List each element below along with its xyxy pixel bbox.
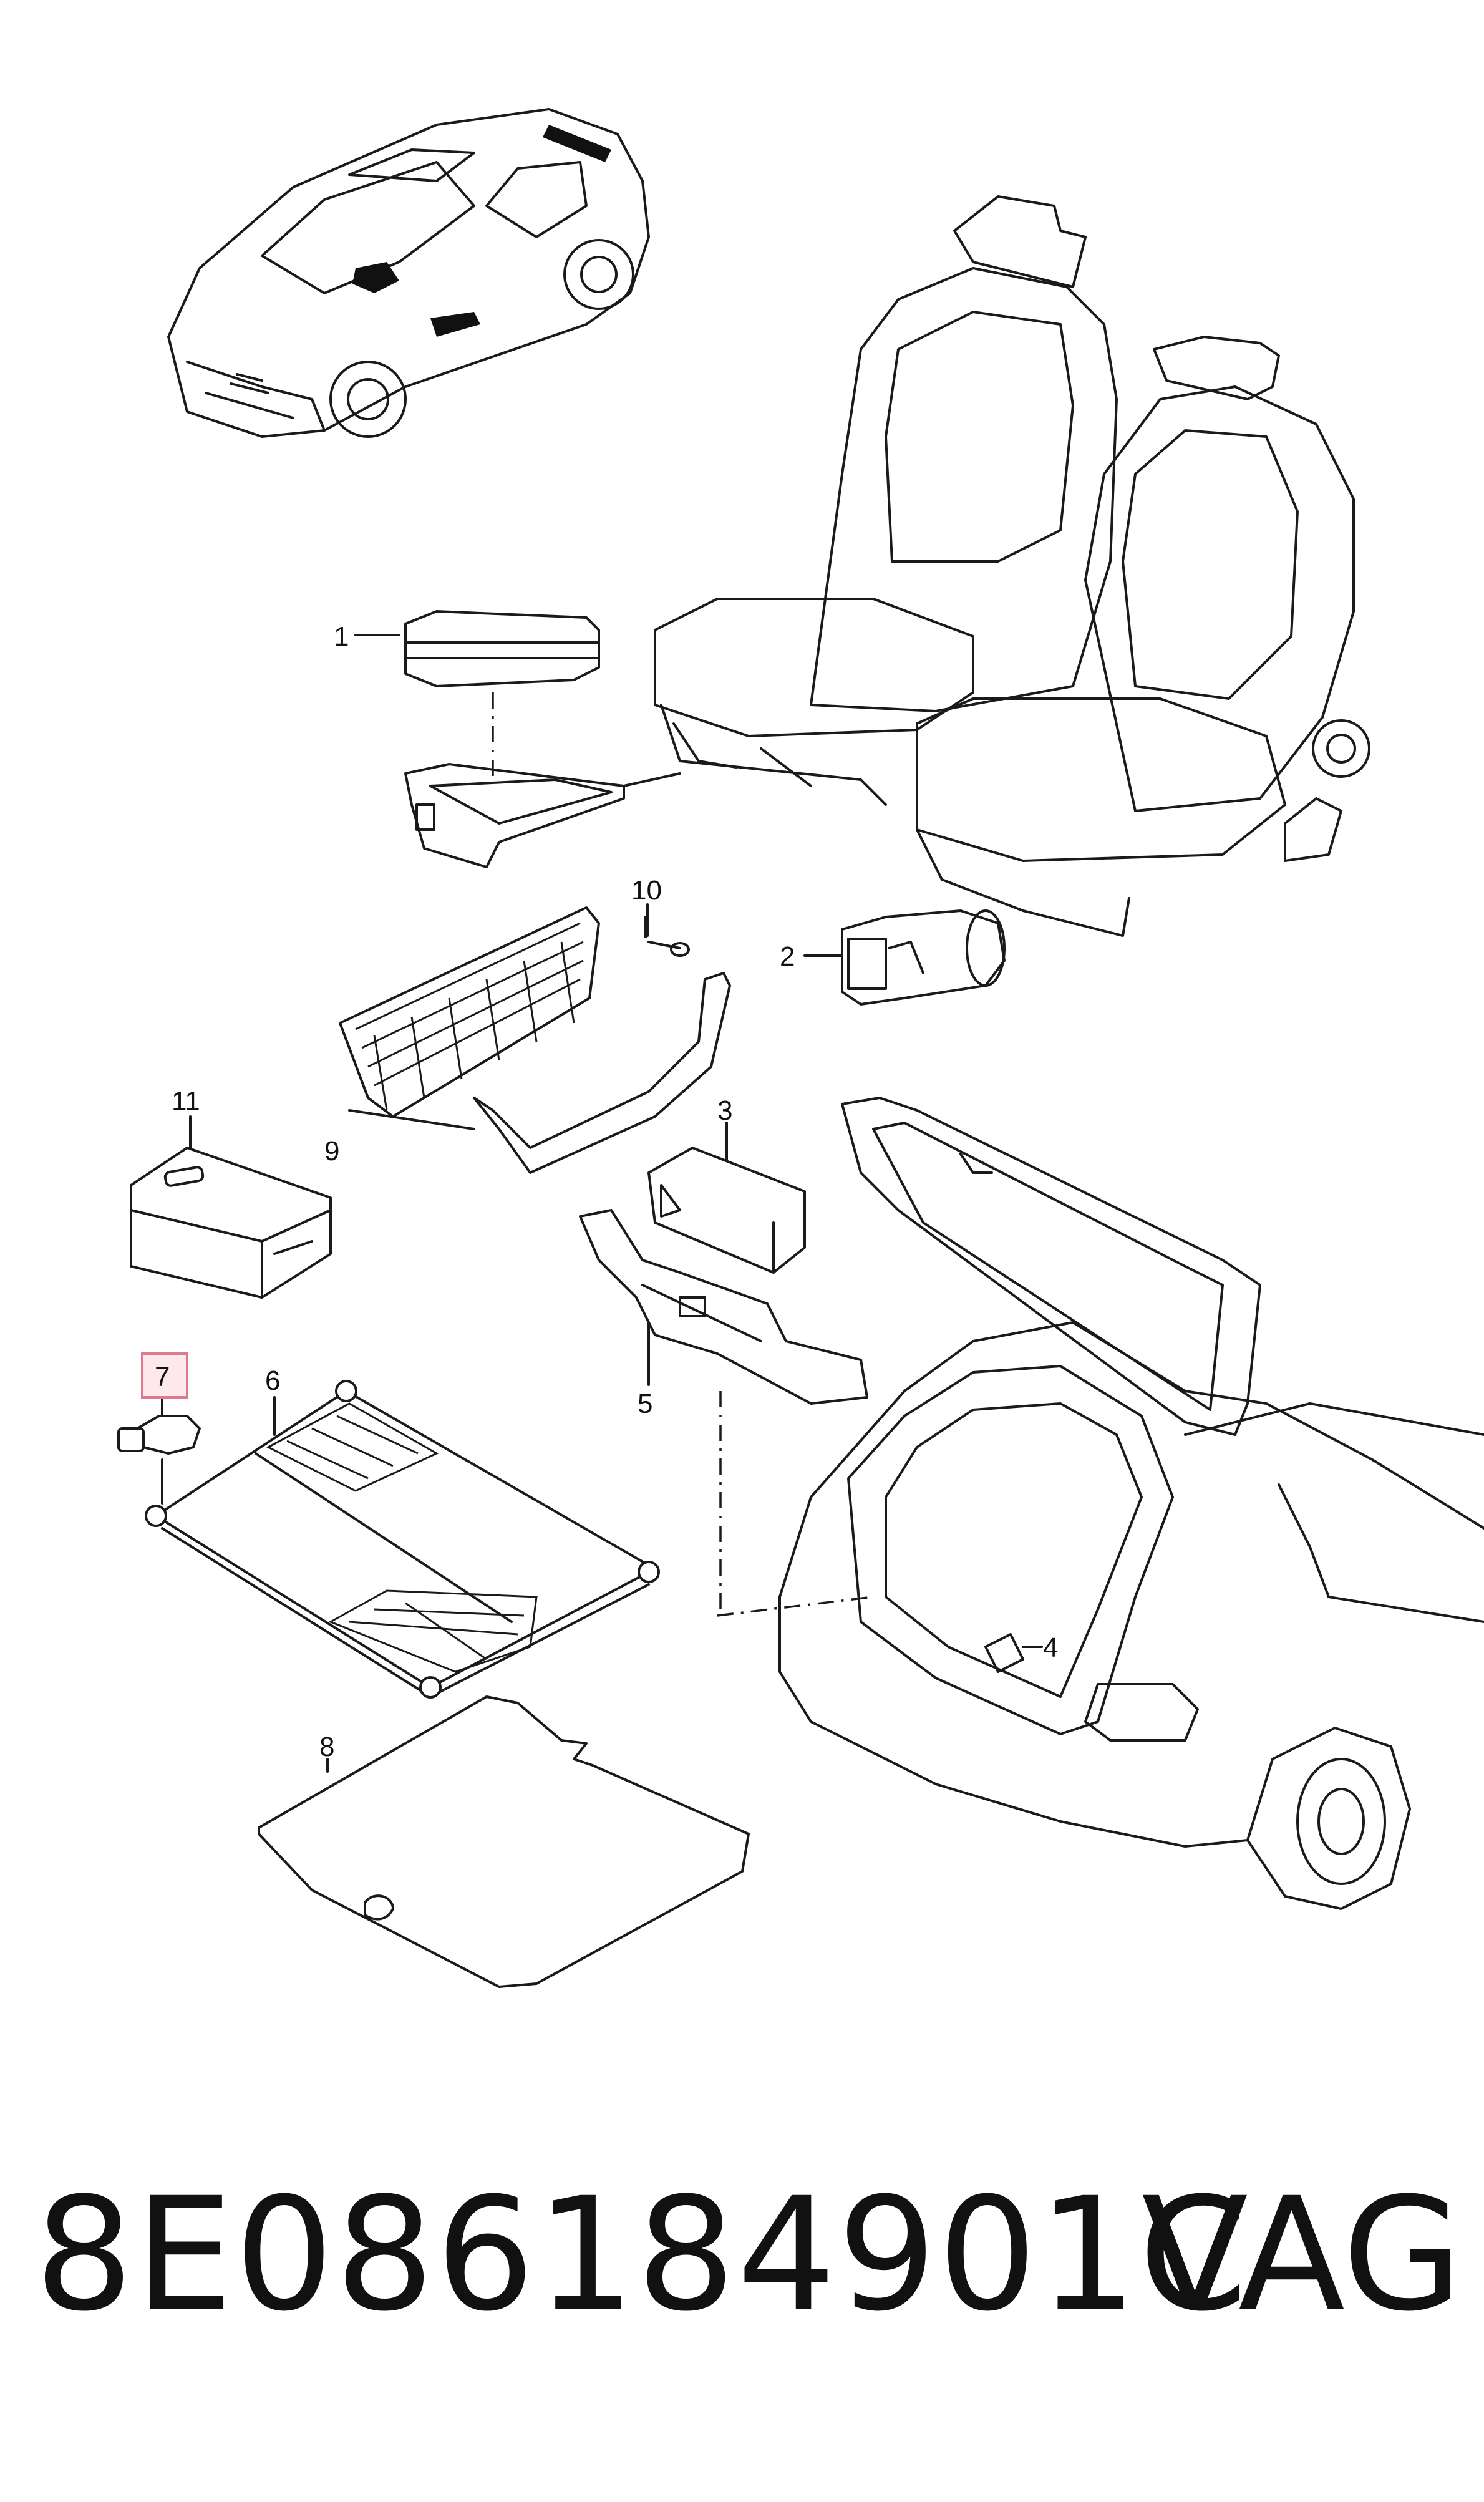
rear-hatch-car-illustration [717, 1097, 1484, 1910]
car-overview-illustration [167, 108, 650, 438]
callout-7-highlight-box [141, 1352, 188, 1399]
part-9-net-and-trim [339, 906, 731, 1174]
callout-7: 7 [155, 1362, 170, 1392]
part-5-tool-holder [579, 1209, 868, 1609]
callout-11: 11 [172, 1086, 200, 1117]
brand-text: VAG [1142, 2164, 1463, 2345]
callout-3: 3 [717, 1095, 732, 1126]
callout-8: 8 [319, 1732, 334, 1762]
callout-1: 1 [334, 621, 349, 652]
callout-4: 4 [1043, 1632, 1058, 1663]
callout-6: 6 [265, 1365, 280, 1396]
part-6-luggage-net [145, 1380, 660, 1699]
part-3-warning-triangle [647, 1122, 806, 1274]
part-8-floor-mat [258, 1695, 750, 1988]
part-7-clip [117, 1396, 201, 1505]
part-1-storage-drawer [404, 610, 681, 868]
callout-5: 5 [638, 1389, 652, 1419]
callout-labels: 1 2 3 4 5 6 7 8 9 10 11 [141, 621, 1058, 1762]
callout-9: 9 [324, 1136, 339, 1166]
part-11-first-aid-kit [130, 1147, 332, 1299]
callout-10: 10 [631, 875, 662, 906]
part-2-device [803, 909, 1006, 1006]
callout-2: 2 [780, 941, 795, 972]
part-number-text: 8E086184901C [34, 2164, 1249, 2345]
callout-leader-lines [189, 634, 1043, 1648]
front-seats-illustration [654, 195, 1370, 937]
part-10-screw [644, 916, 690, 957]
